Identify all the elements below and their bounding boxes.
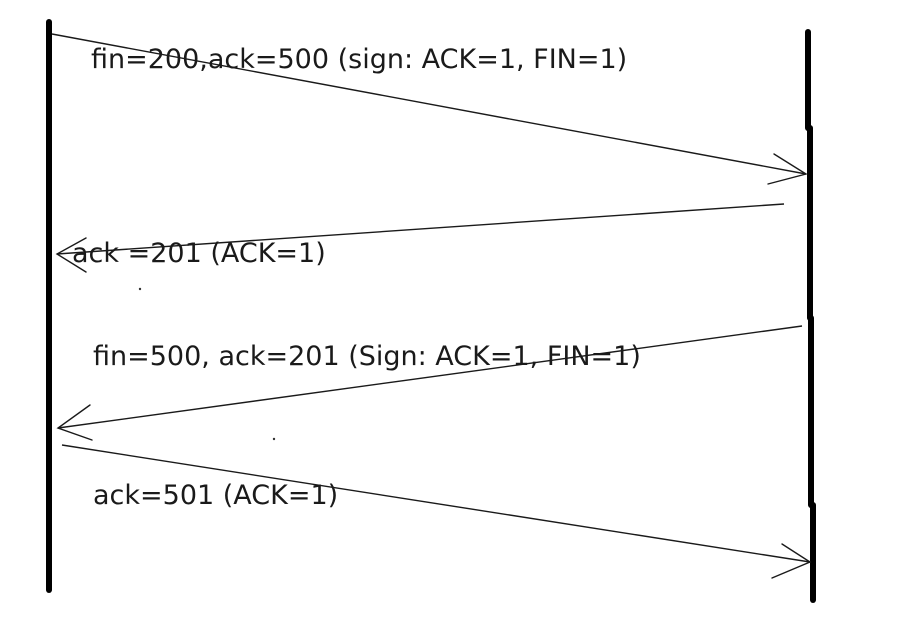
message-2-label: ack =201 (ACK=1) [72,238,326,269]
message-3: fin=500, ack=201 (Sign: ACK=1, FIN=1) [56,325,803,441]
message-2: ack =201 (ACK=1) [55,203,785,273]
right-lifeline [805,29,816,603]
message-4: ack=501 (ACK=1) [61,444,812,579]
message-4-arrowhead [771,543,812,579]
message-1-label: fin=200,ack=500 (sign: ACK=1, FIN=1) [91,44,627,75]
message-1-arrowhead [767,153,808,185]
message-2-line [56,203,785,255]
message-1: fin=200,ack=500 (sign: ACK=1, FIN=1) [51,33,808,185]
message-3-label: fin=500, ack=201 (Sign: ACK=1, FIN=1) [93,341,641,372]
message-4-line [61,444,811,563]
message-3-line [57,325,803,429]
stray-dot [138,287,142,291]
message-4-label: ack=501 (ACK=1) [93,480,338,511]
message-1-line [51,33,807,175]
message-3-arrowhead [56,404,93,441]
message-2-arrowhead [55,237,87,273]
stray-dot [272,437,276,441]
